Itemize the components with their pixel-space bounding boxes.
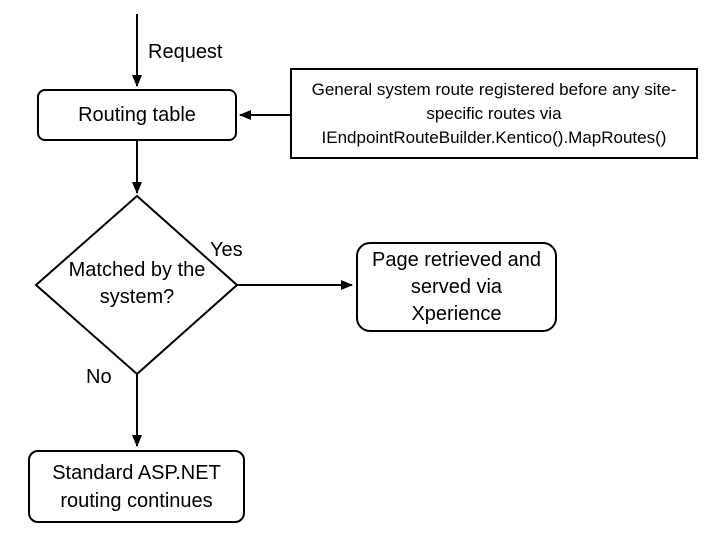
decision-diamond: [34, 194, 239, 376]
edge-label-yes: Yes: [210, 239, 243, 261]
node-page-served: Page retrieved and served via Xperience: [356, 242, 557, 332]
node-standard-routing-label: Standard ASP.NET routing continues: [52, 461, 221, 512]
node-annotation-note: General system route registered before a…: [290, 68, 698, 159]
decision-diamond-label: Matched by the system?: [68, 259, 206, 308]
node-routing-table-label: Routing table: [78, 103, 196, 126]
node-standard-routing: Standard ASP.NET routing continues: [28, 450, 245, 523]
edge-label-request: Request: [148, 41, 223, 63]
node-page-served-label: Page retrieved and served via Xperience: [371, 248, 541, 325]
node-routing-table: Routing table: [37, 89, 237, 141]
edge-label-no: No: [86, 366, 112, 388]
annotation-note-text: General system route registered before a…: [311, 79, 677, 147]
